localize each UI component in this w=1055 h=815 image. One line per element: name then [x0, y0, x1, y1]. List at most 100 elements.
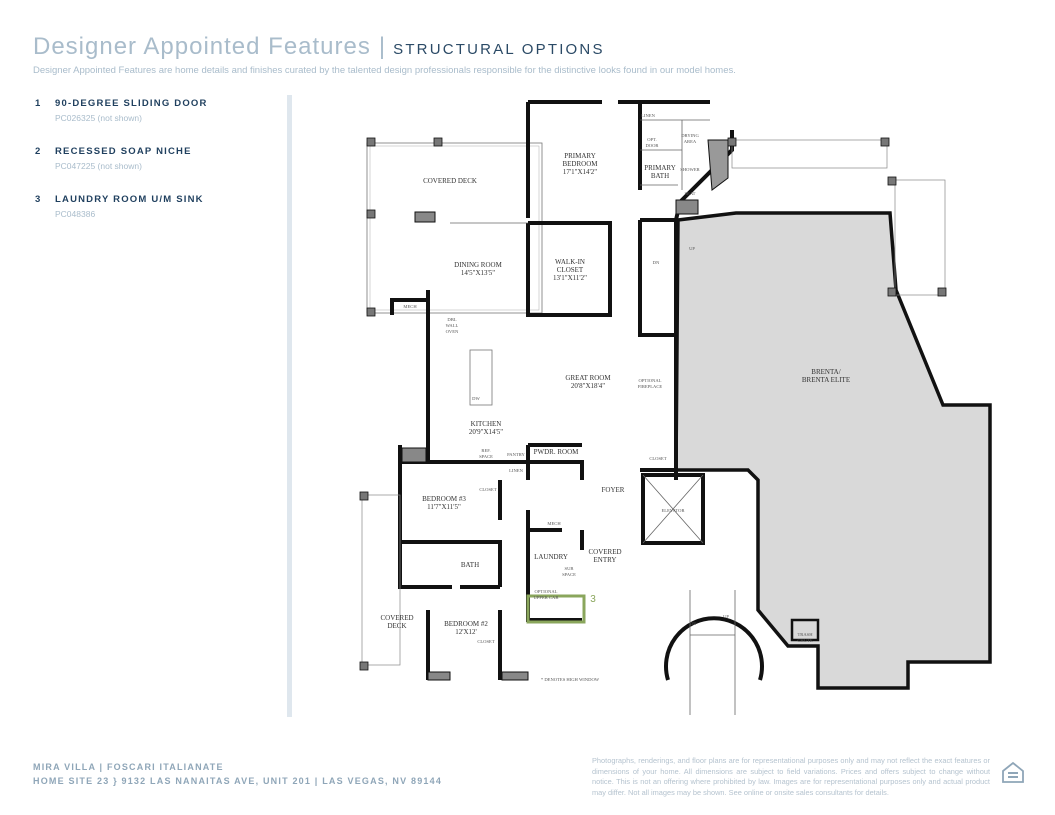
elevator-box	[641, 473, 705, 545]
dn-circle-label: DN	[690, 621, 697, 626]
title-section: STRUCTURAL OPTIONS	[393, 41, 605, 58]
drying-area-label-2: AREA	[684, 139, 697, 144]
feature-name: 90-DEGREE SLIDING DOOR	[55, 98, 208, 109]
covered-deck-left-label: COVERED	[380, 614, 413, 622]
opt-door-label-2: DOOR	[645, 143, 659, 148]
seat-label: SEAT	[685, 191, 696, 196]
feature-item: 2 RECESSED SOAP NICHE PC047225 (not shown…	[35, 146, 285, 171]
sub-space-label: SUB	[565, 566, 574, 571]
linen-label: LINEN	[509, 468, 523, 473]
feature-name: RECESSED SOAP NICHE	[55, 146, 192, 157]
primary-bath-label-2: BATH	[651, 172, 669, 180]
stair-dn-label: DN	[653, 260, 660, 265]
brenta-label: BRENTA/	[811, 368, 840, 376]
shower-label: SHOWER	[680, 167, 700, 172]
mech-label: MECH	[547, 521, 561, 526]
footer-disclaimer: Photographs, renderings, and floor plans…	[592, 756, 990, 797]
optional-upper-cab-label: OPTIONAL	[535, 589, 558, 594]
dbl-wall-oven-label: DBL	[447, 317, 456, 322]
feature-number: 3	[35, 194, 42, 205]
brenta-unit-area	[674, 211, 992, 690]
walk-in-closet-wall	[526, 221, 612, 317]
footer-address: MIRA VILLA | FOSCARI ITALIANATE HOME SIT…	[33, 760, 442, 788]
covered-deck-left-label-2: DECK	[387, 622, 406, 630]
opt-door-label: OPT.	[647, 137, 657, 142]
ref-space-label: REF.	[481, 448, 490, 453]
drying-area-label: DRYING	[681, 133, 699, 138]
laundry-label: LAUNDRY	[534, 553, 568, 561]
foyer-label: FOYER	[602, 486, 625, 494]
page-title: Designer Appointed Features | STRUCTURAL O…	[33, 33, 605, 61]
bath-wall	[398, 540, 502, 589]
floor-plan: 3 COVERED DECK PRIMARY BEDROOM 17'1"X14'…	[359, 100, 992, 715]
covered-deck-top-label: COVERED DECK	[423, 177, 477, 185]
vertical-divider	[287, 95, 292, 717]
pwdr-room-label: PWDR. ROOM	[534, 448, 580, 456]
closet-foyer-label: CLOSET	[649, 456, 667, 461]
pantry-label: PANTRY	[507, 452, 525, 457]
elevator-label: ELEVATOR	[661, 508, 685, 513]
ref-space-label-2: SPACE	[479, 454, 493, 459]
primary-bedroom-wall	[526, 100, 642, 218]
feature-name: LAUNDRY ROOM U/M SINK	[55, 194, 204, 205]
walk-in-closet-label-2: CLOSET	[557, 266, 584, 274]
optional-fireplace-label-2: FIREPLACE	[638, 384, 663, 389]
great-room-label: GREAT ROOM	[565, 374, 611, 382]
covered-deck-top	[366, 142, 543, 314]
page-subtitle: Designer Appointed Features are home det…	[33, 65, 736, 76]
feature-item: 3 LAUNDRY ROOM U/M SINK PC048386	[35, 194, 285, 219]
equal-housing-opportunity-icon	[1001, 760, 1025, 791]
bedroom2-dim: 12'X12'	[455, 628, 477, 636]
closet-b2-label: CLOSET	[477, 639, 495, 644]
footer-line-1: MIRA VILLA | FOSCARI ITALIANATE	[33, 762, 224, 772]
dining-room-dim: 14'5"X13'5"	[461, 269, 495, 277]
primary-bedroom-dim: 17'1"X14'2"	[563, 168, 597, 176]
feature-number: 1	[35, 98, 42, 109]
brenta-label-2: BRENTA ELITE	[802, 376, 850, 384]
dbl-wall-oven-label-3: OVEN	[446, 329, 459, 334]
walk-in-closet-label: WALK-IN	[555, 258, 585, 266]
kitchen-dim: 20'9"X14'5"	[469, 428, 503, 436]
closet-b3-label: CLOSET	[479, 487, 497, 492]
feature-3-callout-label: 3	[590, 594, 596, 605]
feature-code: PC048386	[55, 209, 96, 219]
footer-line-2: HOME SITE 23 } 9132 LAS NANAITAS AVE, UN…	[33, 776, 443, 786]
kitchen-label: KITCHEN	[471, 420, 502, 428]
feature-number: 2	[35, 146, 42, 157]
covered-deck-left	[361, 494, 401, 666]
feature-code: PC047225 (not shown)	[55, 161, 142, 171]
bedroom3-label: BEDROOM #3	[422, 495, 466, 503]
primary-bath-label: PRIMARY	[644, 164, 676, 172]
dining-room-label: DINING ROOM	[454, 261, 502, 269]
optional-upper-cab-label-2: UPPER CAB	[534, 595, 559, 600]
bath-label: BATH	[461, 561, 479, 569]
covered-deck-right	[731, 139, 888, 169]
linen-top-label: LINEN	[641, 113, 655, 118]
primary-bedroom-label-2: BEDROOM	[562, 160, 598, 168]
bedroom3-dim: 11'7"X11'5"	[427, 503, 461, 511]
sub-space-label-2: SPACE	[562, 572, 576, 577]
optional-fireplace-label: OPTIONAL	[639, 378, 662, 383]
feature-list: 1 90-DEGREE SLIDING DOOR PC026325 (not sh…	[35, 98, 285, 242]
feature-3-callout-box	[526, 594, 586, 624]
title-main: Designer Appointed Features	[33, 33, 371, 60]
feature-code: PC026325 (not shown)	[55, 113, 142, 123]
covered-entry-label-2: ENTRY	[594, 556, 617, 564]
mech-top-label: MECH	[403, 304, 417, 309]
primary-bedroom-label: PRIMARY	[564, 152, 596, 160]
laundry-wall	[526, 510, 584, 622]
trash-chute-box	[790, 618, 820, 642]
feature-item: 1 90-DEGREE SLIDING DOOR PC026325 (not sh…	[35, 98, 285, 123]
dw-label: DW	[472, 396, 480, 401]
trash-chute-label: TRASH	[797, 632, 813, 637]
bedroom2-label: BEDROOM #2	[444, 620, 488, 628]
walk-in-closet-dim: 13'1"X11'2"	[553, 274, 587, 282]
title-separator: |	[378, 33, 386, 60]
great-room-dim: 20'8"X18'4"	[571, 382, 605, 390]
stair-up-label: UP	[689, 246, 695, 251]
kitchen-island	[469, 349, 493, 406]
dbl-wall-oven-label-2: WALL	[446, 323, 459, 328]
covered-entry-label: COVERED	[588, 548, 621, 556]
round-stair	[664, 616, 764, 681]
high-window-note: * DENOTES HIGH WINDOW	[541, 677, 600, 682]
